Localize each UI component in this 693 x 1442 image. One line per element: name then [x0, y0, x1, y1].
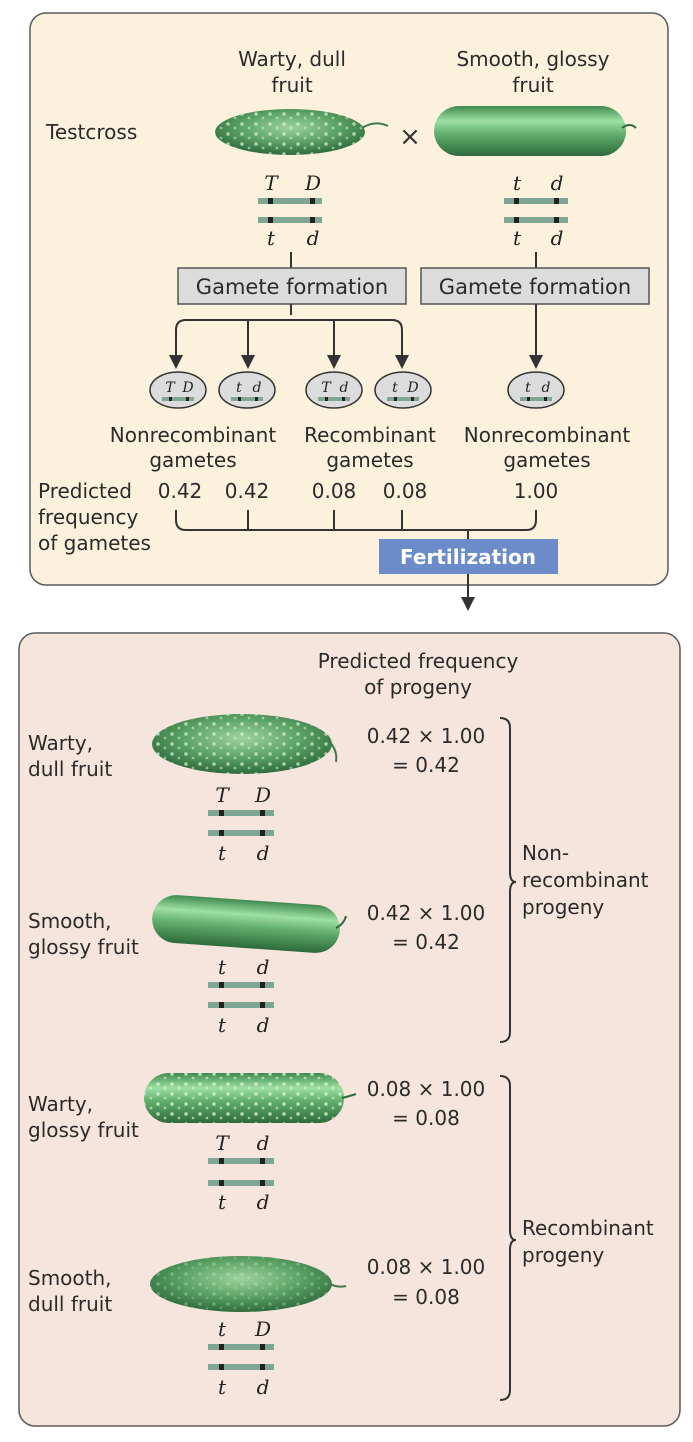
allele-label: t [525, 380, 531, 396]
nonrecombinant-progeny-label-line1: Non- [522, 841, 569, 865]
gamete-formation-box-2: Gamete formation [421, 268, 649, 304]
parent1-name-line2: fruit [271, 73, 312, 97]
progeny-name-line2: glossy fruit [28, 935, 139, 959]
progeny-name-line1: Smooth, [28, 1266, 112, 1290]
progeny-cucumber-image [144, 1073, 356, 1123]
allele-label: T [215, 1131, 230, 1155]
allele-label: D [254, 783, 271, 807]
gamete-frequency: 0.08 [312, 479, 357, 503]
gamete-1: T D [150, 372, 206, 408]
gamete-formation-label: Gamete formation [196, 275, 388, 299]
gamete-frequency: 0.08 [383, 479, 428, 503]
nonrecombinant-gametes-label-1: Nonrecombinant [110, 423, 277, 447]
allele-label: d [257, 1190, 270, 1214]
recombinant-progeny-label-line2: progeny [522, 1243, 604, 1267]
progeny-name-line1: Smooth, [28, 909, 112, 933]
allele-label: T [264, 171, 279, 195]
fertilization-box: Fertilization [379, 539, 558, 574]
progeny-result: = 0.42 [392, 753, 460, 777]
allele-label: d [340, 380, 349, 396]
allele-label: t [392, 380, 398, 396]
predicted-frequency-label-line1: Predicted [38, 479, 132, 503]
allele-label: t [218, 1013, 227, 1037]
allele-label: t [218, 955, 227, 979]
progeny-result: = 0.08 [392, 1106, 460, 1130]
nonrecombinant-progeny-label-line3: progeny [522, 895, 604, 919]
allele-label: t [236, 380, 242, 396]
allele-label: D [304, 171, 321, 195]
recombinant-gametes-label: Recombinant [304, 423, 436, 447]
allele-label: d [257, 1013, 270, 1037]
progeny-result: = 0.42 [392, 930, 460, 954]
allele-label: t [218, 1375, 227, 1399]
progeny-name-line2: dull fruit [28, 1292, 112, 1316]
allele-label: D [406, 380, 418, 396]
allele-label: d [257, 955, 270, 979]
predicted-frequency-label-line3: of gametes [38, 531, 151, 555]
allele-label: t [513, 171, 522, 195]
progeny-name-line2: dull fruit [28, 757, 112, 781]
parent1-name-line1: Warty, dull [238, 47, 346, 71]
gamete-frequency: 1.00 [514, 479, 559, 503]
gamete-2: t d [219, 372, 275, 408]
gamete-5: t d [508, 372, 564, 408]
recombinant-progeny-label-line1: Recombinant [522, 1216, 654, 1240]
allele-label: d [551, 171, 564, 195]
progeny-frequency-header-line2: of progeny [364, 675, 472, 699]
allele-label: d [253, 380, 262, 396]
gamete-frequency: 0.42 [225, 479, 270, 503]
allele-label: d [257, 1375, 270, 1399]
gamete-3: T d [306, 372, 362, 408]
nonrecombinant-gametes-label-2: Nonrecombinant [464, 423, 631, 447]
cross-symbol: × [399, 122, 421, 152]
progeny-frequency-header-line1: Predicted frequency [318, 649, 519, 673]
allele-label: t [218, 1190, 227, 1214]
parent2-cucumber-image [434, 106, 636, 156]
gametes-label-1: gametes [149, 448, 236, 472]
gamete-frequency: 0.42 [158, 479, 203, 503]
progeny-result: = 0.08 [392, 1285, 460, 1309]
allele-label: t [218, 841, 227, 865]
progeny-calc: 0.42 × 1.00 [367, 901, 486, 925]
allele-label: t [513, 226, 522, 250]
allele-label: d [257, 1131, 270, 1155]
parent2-name-line2: fruit [512, 73, 553, 97]
progeny-calc: 0.08 × 1.00 [367, 1255, 486, 1279]
progeny-name-line1: Warty, [28, 1092, 93, 1116]
testcross-label: Testcross [45, 120, 137, 144]
bottom-panel [19, 633, 680, 1426]
gametes-label-3: gametes [503, 448, 590, 472]
predicted-frequency-label-line2: frequency [38, 505, 138, 529]
allele-label: D [254, 1317, 271, 1341]
allele-label: t [218, 1317, 227, 1341]
allele-label: d [542, 380, 551, 396]
progeny-calc: 0.42 × 1.00 [367, 724, 486, 748]
gamete-formation-label: Gamete formation [439, 275, 631, 299]
gamete-formation-box-1: Gamete formation [178, 268, 406, 304]
fertilization-label: Fertilization [400, 545, 536, 569]
progeny-name-line1: Warty, [28, 731, 93, 755]
allele-label: d [257, 841, 270, 865]
parent2-name-line1: Smooth, glossy [456, 47, 609, 71]
allele-label: d [307, 226, 320, 250]
allele-label: t [267, 226, 276, 250]
allele-label: D [181, 380, 193, 396]
progeny-name-line2: glossy fruit [28, 1118, 139, 1142]
allele-label: d [551, 226, 564, 250]
nonrecombinant-progeny-label-line2: recombinant [522, 868, 649, 892]
gametes-label-2: gametes [326, 448, 413, 472]
progeny-calc: 0.08 × 1.00 [367, 1077, 486, 1101]
gamete-4: t D [375, 372, 431, 408]
allele-label: T [215, 783, 230, 807]
